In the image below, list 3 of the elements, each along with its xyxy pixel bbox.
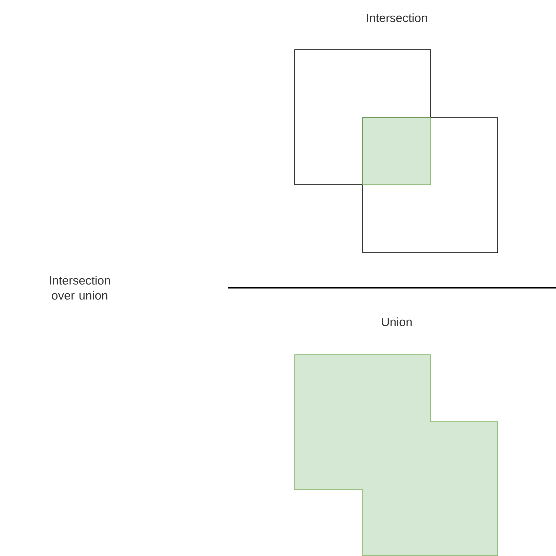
label-text: Intersection over union	[50, 276, 110, 300]
label-text: Union	[382, 318, 412, 326]
label-text: Intersection	[367, 14, 428, 22]
